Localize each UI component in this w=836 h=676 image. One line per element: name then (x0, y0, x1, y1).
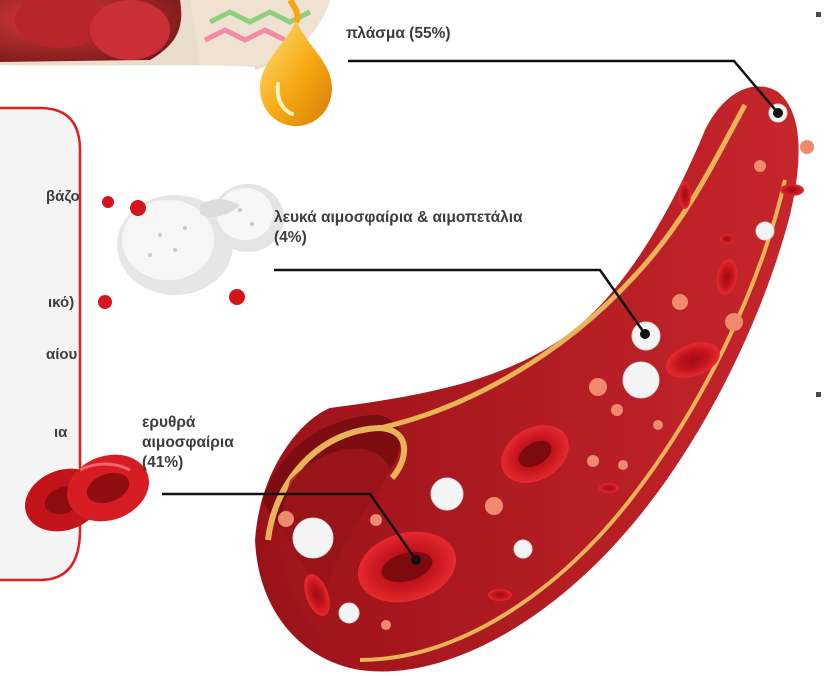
plasma-leader-dot (773, 108, 783, 118)
red-cells-leader-dot (411, 555, 421, 565)
bullet-icon (816, 12, 821, 17)
red-cells-label-line-1: ερυθρά (142, 413, 234, 433)
plasma-leader-line (348, 61, 778, 113)
side-card-text-3: αίου (46, 345, 77, 365)
red-cells-label-line-3: (41%) (142, 453, 234, 473)
side-card-text-4: ια (54, 423, 67, 443)
white-cells-label-line-2: (4%) (274, 228, 523, 248)
white-cells-leader-dot (640, 329, 650, 339)
side-card-text-1: βάζο (46, 187, 80, 207)
plasma-label: πλάσμα (55%) (346, 24, 451, 44)
blood-vessel-illustration (255, 86, 814, 671)
white-cells-label: λευκά αιμοσφαίρια & αιμοπετάλια (4%) (274, 208, 523, 248)
red-cells-label-line-2: αιμοσφαίρια (142, 433, 234, 453)
side-card-text-2: ικό) (48, 293, 74, 313)
white-cells-label-line-1: λευκά αιμοσφαίρια & αιμοπετάλια (274, 208, 523, 228)
white-cell-cluster-icon (98, 184, 284, 309)
bullet-icon (816, 392, 821, 397)
red-cells-label: ερυθρά αιμοσφαίρια (41%) (142, 413, 234, 473)
